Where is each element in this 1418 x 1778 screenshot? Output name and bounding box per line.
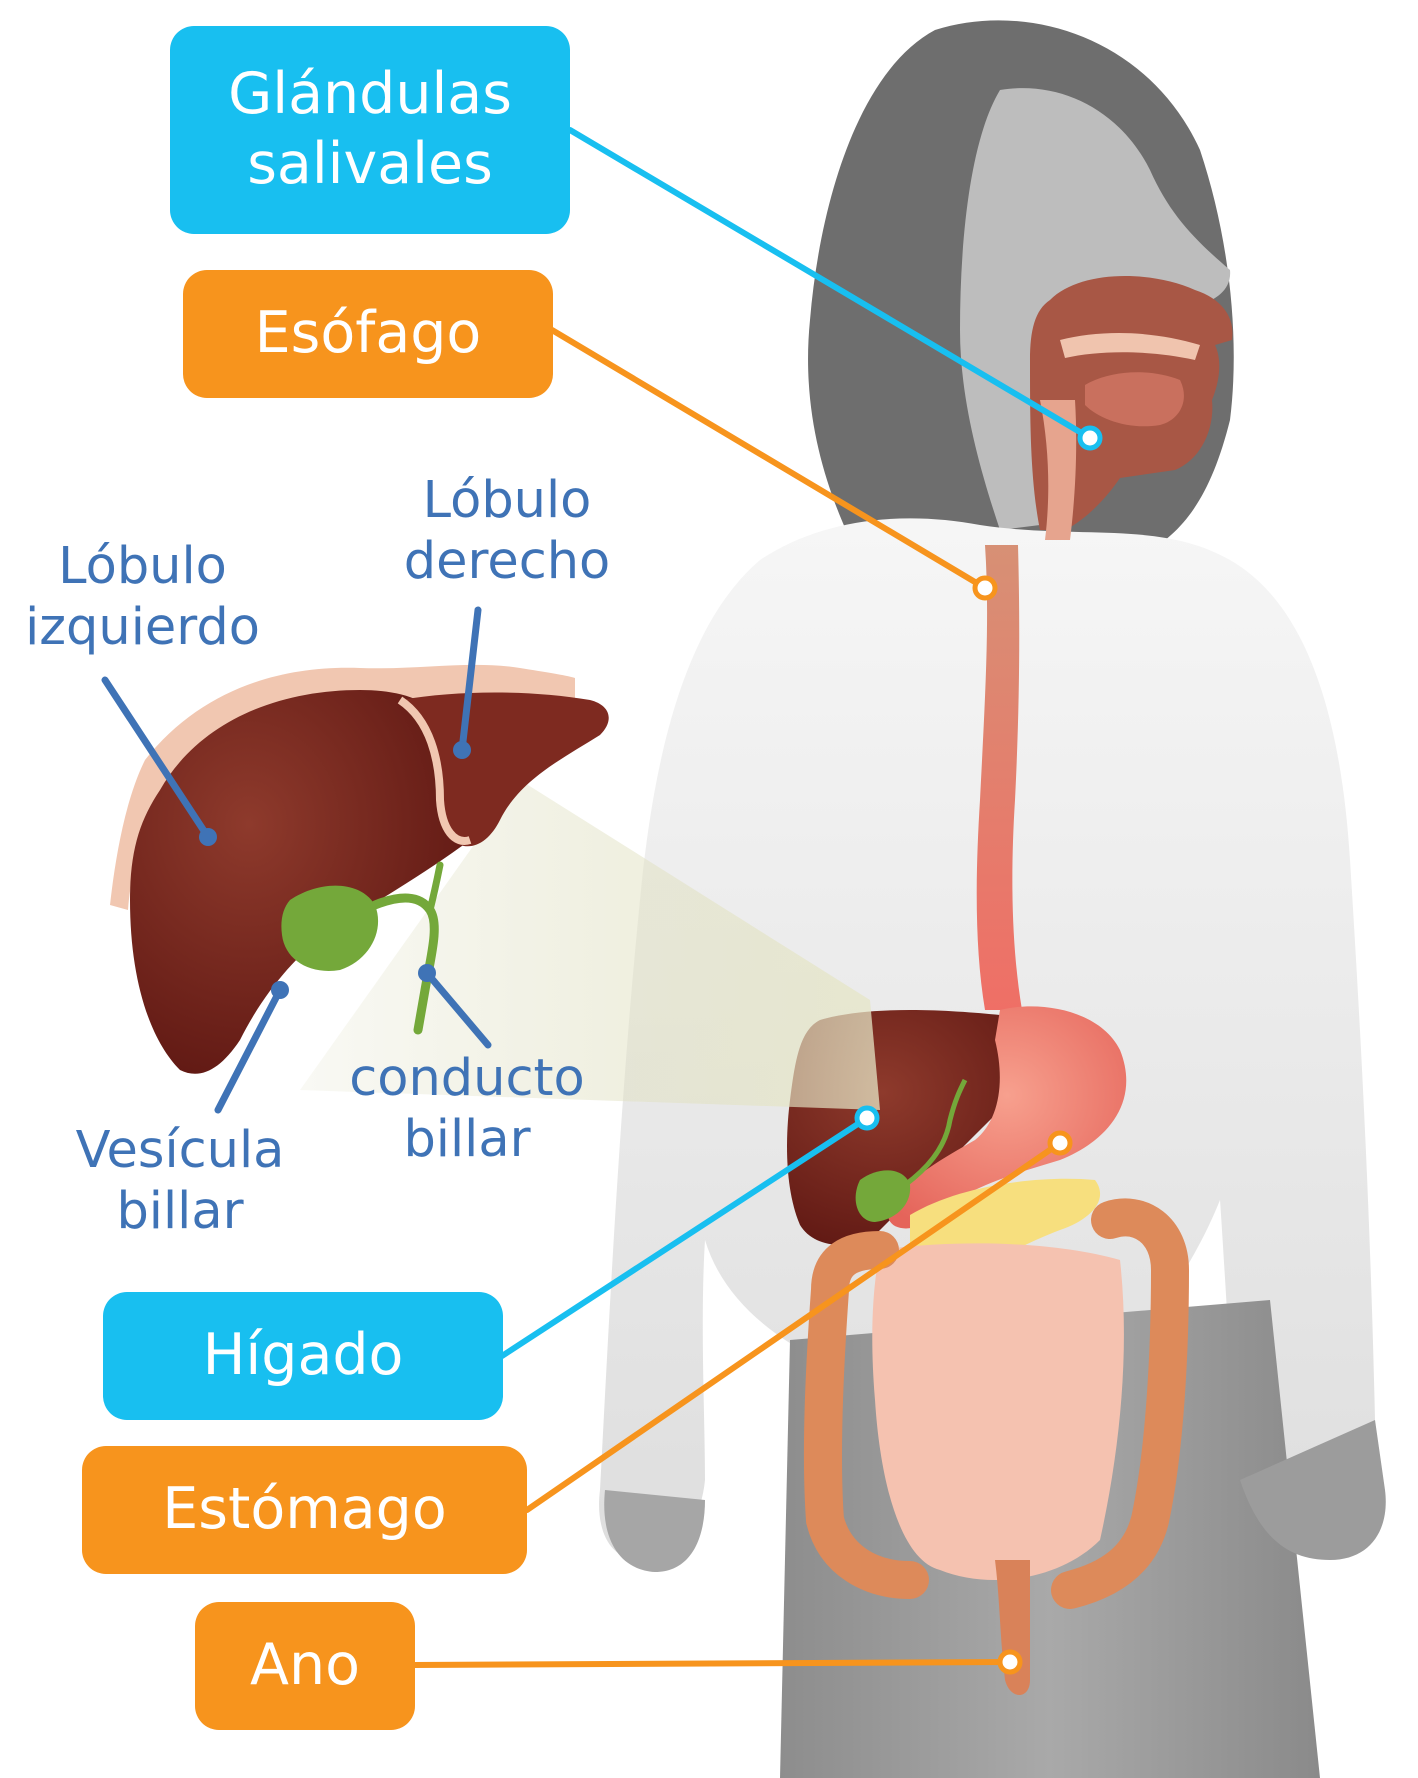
anus-connector bbox=[413, 1662, 1010, 1665]
esophagus-label: Esófago bbox=[183, 270, 553, 398]
salivary-glands-label: Glándulas salivales bbox=[170, 26, 570, 234]
esophagus-text: Esófago bbox=[255, 299, 482, 369]
stomach-connector-dot bbox=[1050, 1133, 1070, 1153]
stomach-label: Estómago bbox=[82, 1446, 527, 1574]
salivary-glands-line2: salivales bbox=[228, 130, 512, 200]
bile-duct-label: conducto billar bbox=[322, 1048, 612, 1170]
right-lobe-line2: derecho bbox=[372, 531, 642, 592]
gallbladder-line1: Vesícula bbox=[45, 1120, 315, 1181]
right-lobe-pointer-dot bbox=[453, 741, 471, 759]
anus-connector-dot bbox=[1000, 1652, 1020, 1672]
esophagus-connector-dot bbox=[975, 578, 995, 598]
gallbladder-detail bbox=[281, 886, 378, 971]
liver-connector-dot bbox=[857, 1108, 877, 1128]
left-lobe-line2: izquierdo bbox=[0, 597, 285, 658]
anus-text: Ano bbox=[250, 1631, 360, 1701]
bile-duct-line1: conducto bbox=[322, 1048, 612, 1109]
bile-duct-pointer-dot bbox=[418, 964, 436, 982]
stomach-text: Estómago bbox=[162, 1475, 446, 1545]
left-lobe-label: Lóbulo izquierdo bbox=[0, 536, 285, 658]
liver-label: Hígado bbox=[103, 1292, 503, 1420]
left-lobe-pointer-dot bbox=[199, 828, 217, 846]
left-lobe-line1: Lóbulo bbox=[0, 536, 285, 597]
small-intestine bbox=[872, 1243, 1124, 1580]
anus-label: Ano bbox=[195, 1602, 415, 1730]
gallbladder-line2: billar bbox=[45, 1181, 315, 1242]
salivary-glands-line1: Glándulas bbox=[228, 60, 512, 130]
bile-duct-line2: billar bbox=[322, 1109, 612, 1170]
gallbladder-label: Vesícula billar bbox=[45, 1120, 315, 1242]
right-lobe-line1: Lóbulo bbox=[372, 470, 642, 531]
liver-text: Hígado bbox=[203, 1321, 404, 1391]
gallbladder-pointer-dot bbox=[271, 981, 289, 999]
left-hand bbox=[604, 1490, 705, 1572]
salivary-connector-dot bbox=[1080, 428, 1100, 448]
right-lobe-label: Lóbulo derecho bbox=[372, 470, 642, 592]
